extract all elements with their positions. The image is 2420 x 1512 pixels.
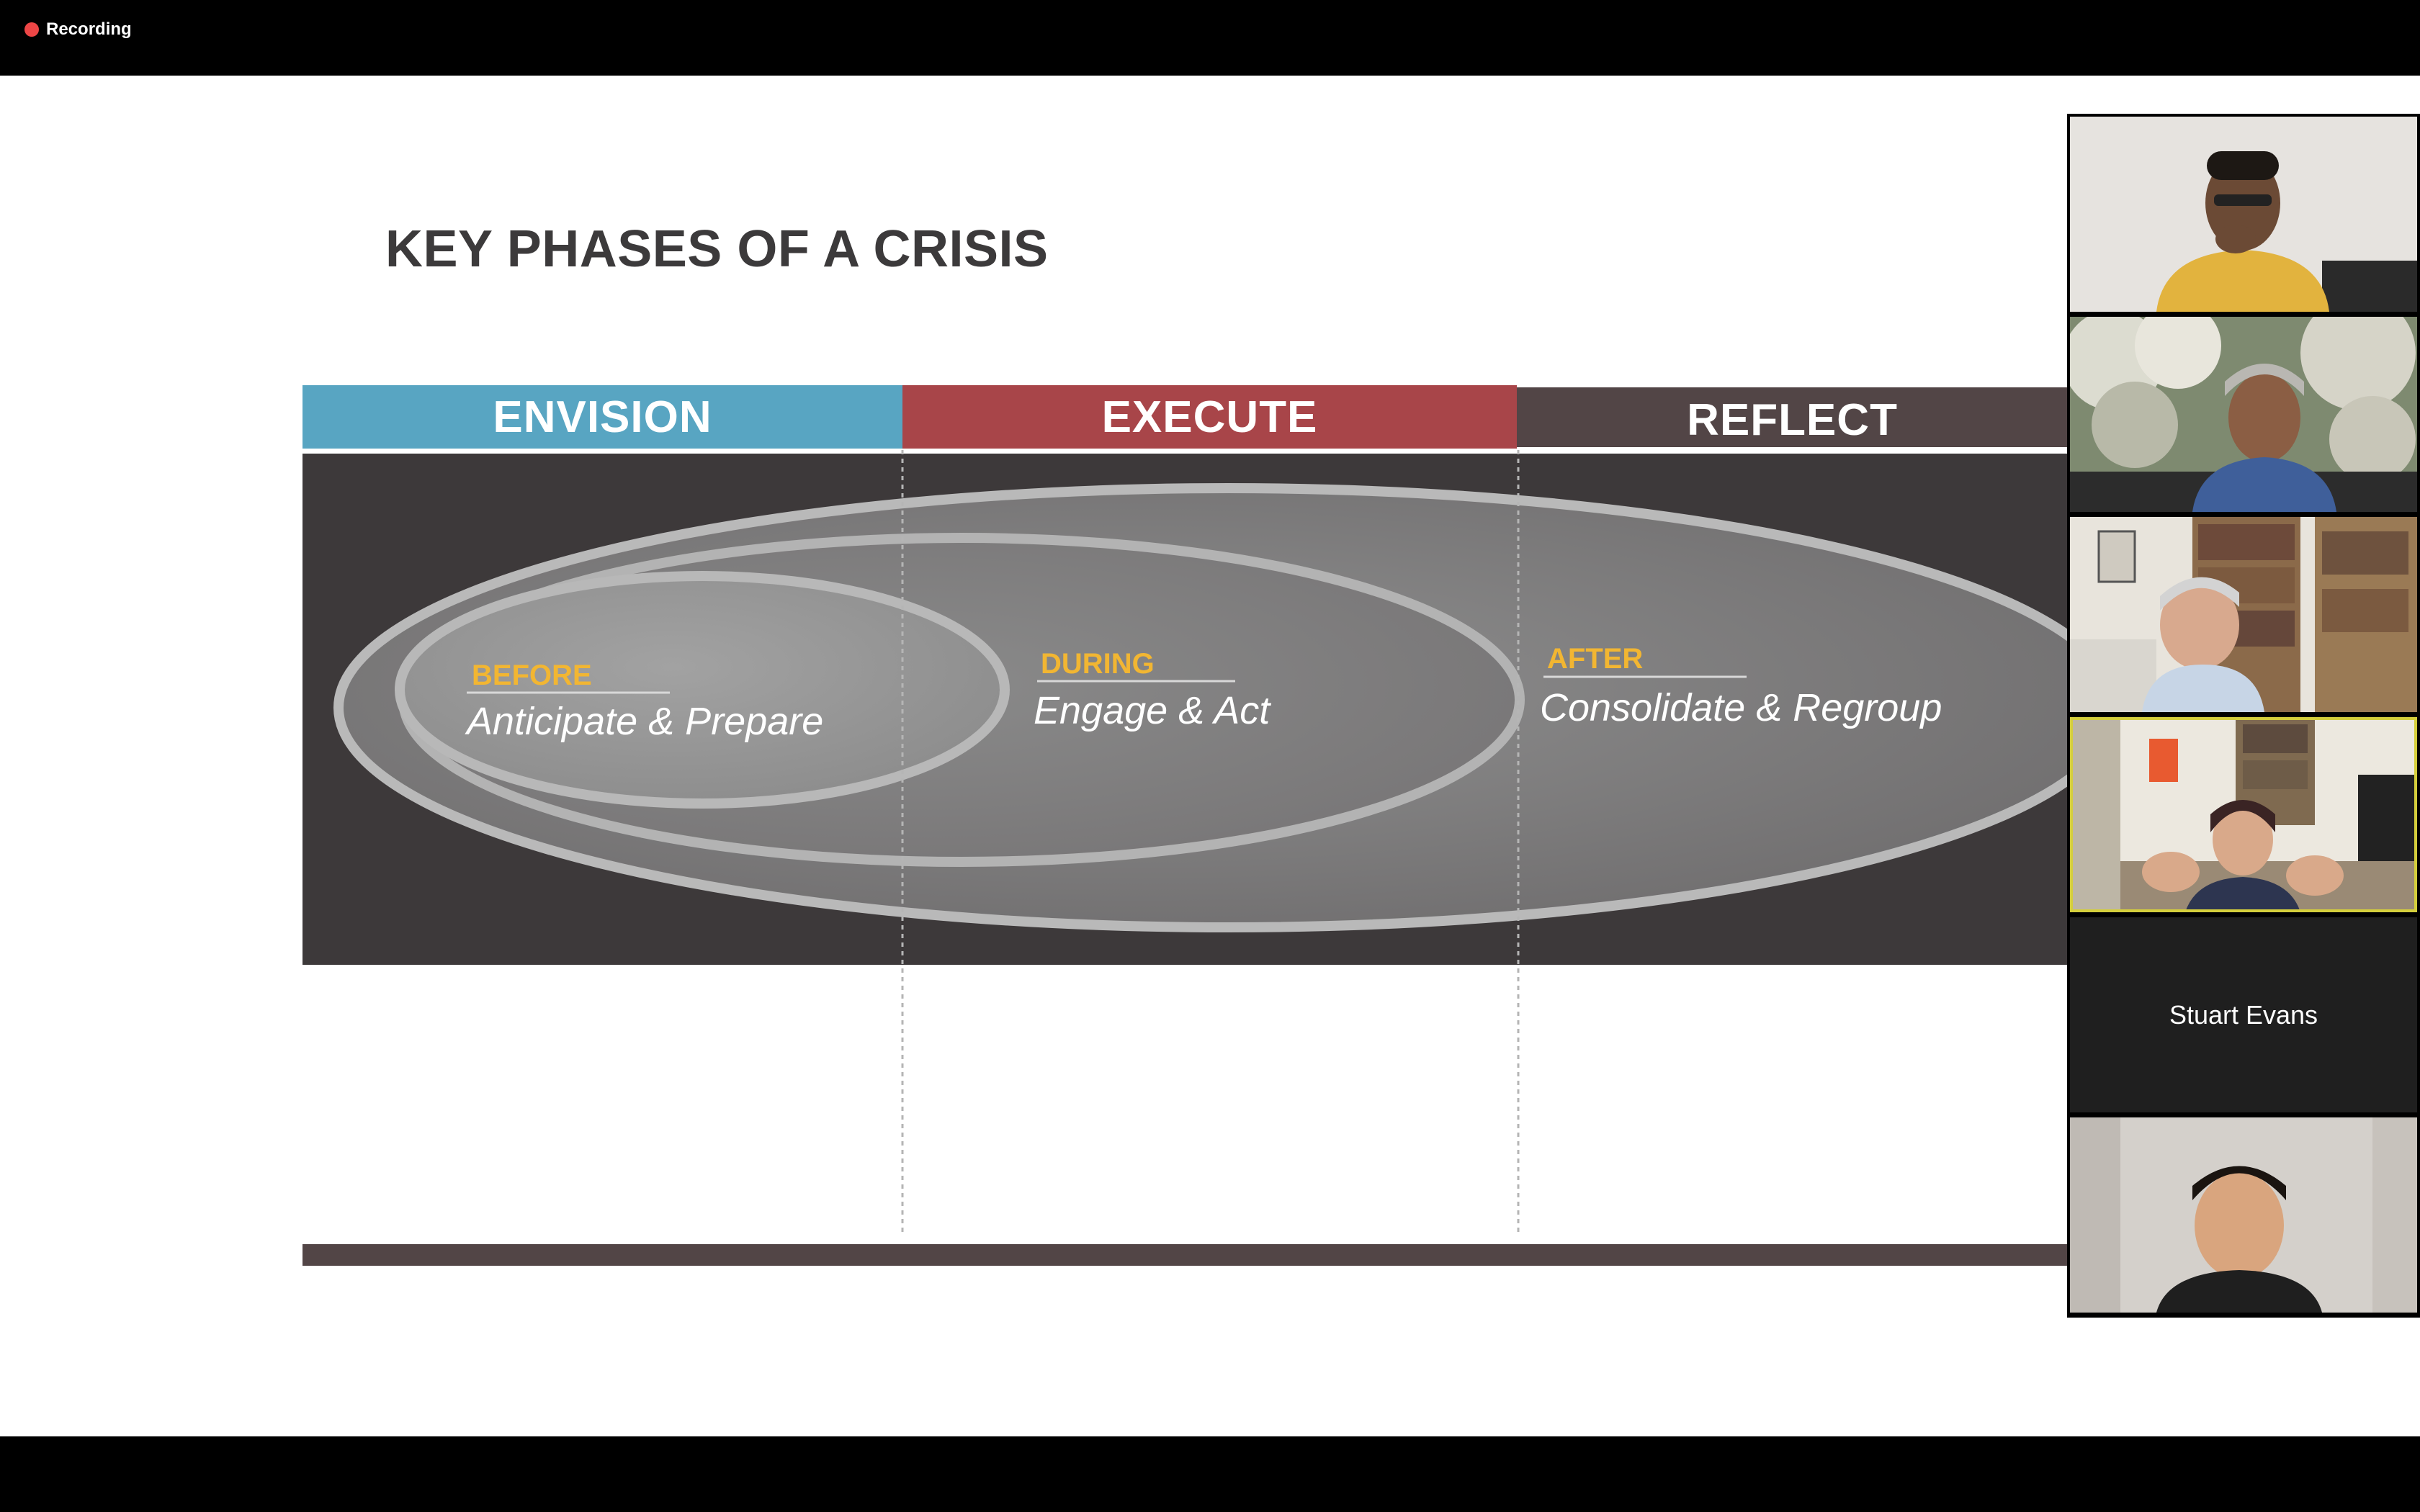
nested-phases-diagram: BEFORE Anticipate & Prepare DURING Engag… [333, 450, 2068, 1235]
phase-band-label: ENVISION [493, 392, 712, 442]
slide-footer-bar [302, 1244, 2068, 1266]
phase-text-before: Anticipate & Prepare [465, 700, 823, 743]
phase-band-label: REFLECT [1687, 395, 1898, 445]
participant-tile[interactable] [2070, 517, 2417, 712]
phase-text-during: Engage & Act [1034, 689, 1271, 732]
phase-tag-before: BEFORE [472, 660, 592, 691]
before-ellipse [395, 571, 1010, 809]
phase-band-reflect: REFLECT [1517, 387, 2068, 447]
participant-tile[interactable] [2070, 317, 2417, 512]
participant-video [2070, 717, 2417, 912]
meeting-top-bar: Recording [0, 0, 2420, 76]
participant-tile-no-video[interactable]: Stuart Evans [2070, 917, 2417, 1112]
participant-name: Stuart Evans [2169, 999, 2318, 1030]
participant-tile[interactable] [2070, 117, 2417, 312]
participant-video [2070, 317, 2417, 512]
participant-video [2070, 117, 2417, 312]
phase-band-label: EXECUTE [1101, 392, 1318, 442]
participant-tile-active-speaker[interactable] [2070, 717, 2417, 912]
meeting-bottom-bar [0, 1436, 2420, 1512]
recording-label: Recording [46, 19, 132, 39]
slide-title: KEY PHASES OF A CRISIS [385, 220, 1049, 278]
participant-video [2070, 1117, 2417, 1313]
phase-tag-during: DURING [1041, 648, 1155, 680]
recording-indicator[interactable]: Recording [24, 19, 132, 40]
participant-video [2070, 517, 2417, 712]
phase-text-after: Consolidate & Regroup [1540, 686, 1942, 729]
phase-band-envision: ENVISION [302, 385, 902, 449]
phase-tag-after: AFTER [1547, 643, 1643, 675]
participants-gallery: Stuart Evans [2067, 114, 2420, 1318]
participant-tile[interactable] [2070, 1117, 2417, 1313]
recording-dot-icon [24, 22, 39, 37]
phase-band-execute: EXECUTE [902, 385, 1517, 449]
